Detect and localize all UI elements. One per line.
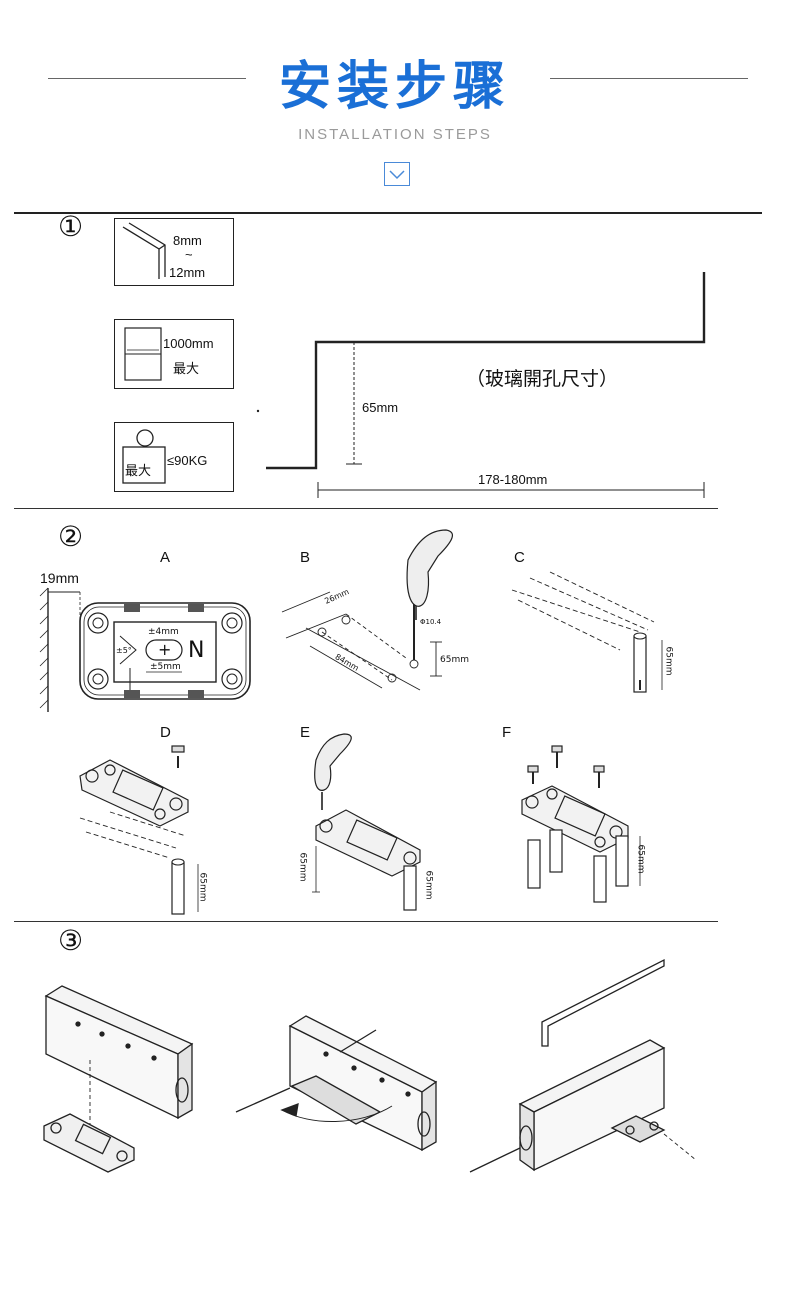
max-weight-value: ≤90KG xyxy=(167,453,208,468)
door-panel-icon xyxy=(124,327,162,381)
step2-number: ② xyxy=(58,520,84,553)
max-width-note: 最大 xyxy=(173,361,200,376)
glass-cutout-drawing xyxy=(256,272,706,498)
thickness-min: 8mm xyxy=(173,233,202,248)
step-c-drawing xyxy=(511,571,663,693)
step-a-label: A xyxy=(160,549,171,566)
a-n-mark: N xyxy=(188,638,205,663)
wall-gap-dim: 19mm xyxy=(40,570,79,586)
cutout-length-dim: 178-180mm xyxy=(478,472,548,487)
step1-top-rule xyxy=(14,212,762,214)
step-a-drawing xyxy=(39,587,251,712)
thickness-max: 12mm xyxy=(169,265,206,280)
max-width-value: 1000mm xyxy=(163,336,214,351)
step-b-drawing xyxy=(281,529,454,691)
cutout-height-dim: 65mm xyxy=(362,400,399,415)
glass-edge-icon xyxy=(122,222,166,279)
header-rule-right xyxy=(550,78,748,79)
step-e-label: E xyxy=(300,724,311,741)
a-dim-4mm: ±4mm xyxy=(148,627,179,637)
step-f-drawing xyxy=(521,745,641,903)
step3-number: ③ xyxy=(58,924,84,957)
page-title: 安装步骤 xyxy=(278,57,511,117)
header-rule-left xyxy=(48,78,246,79)
step-c-label: C xyxy=(514,549,525,566)
step-b-label: B xyxy=(300,549,311,566)
weight-badge: 最大 xyxy=(125,463,152,478)
step2-bottom-rule xyxy=(14,921,718,922)
a-center-plus: + xyxy=(158,640,172,659)
a-dim-5mm: ±5mm xyxy=(150,662,181,672)
cutout-caption: （玻璃開孔尺寸） xyxy=(466,368,619,390)
step1-bottom-rule xyxy=(14,508,718,509)
chevron-down-icon[interactable] xyxy=(384,162,410,186)
glass-thickness-box: 8mm ~ 12mm xyxy=(114,218,234,286)
thickness-separator: ~ xyxy=(185,247,193,262)
step-d-label: D xyxy=(160,724,171,741)
step-f-label: F xyxy=(502,724,512,741)
b-dim-phi: Φ10.4 xyxy=(420,618,442,626)
glass-width-box: 1000mm 最大 xyxy=(114,319,234,389)
max-weight-box: 最大 ≤90KG xyxy=(114,422,234,492)
step1-number: ① xyxy=(58,210,84,243)
weight-icon xyxy=(122,429,166,484)
b-dim-65: 65mm xyxy=(440,655,469,665)
page-subtitle: INSTALLATION STEPS xyxy=(298,126,492,143)
step-e-drawing xyxy=(312,733,421,911)
step-d-drawing xyxy=(79,745,199,915)
a-angle: ±5° xyxy=(116,646,132,655)
